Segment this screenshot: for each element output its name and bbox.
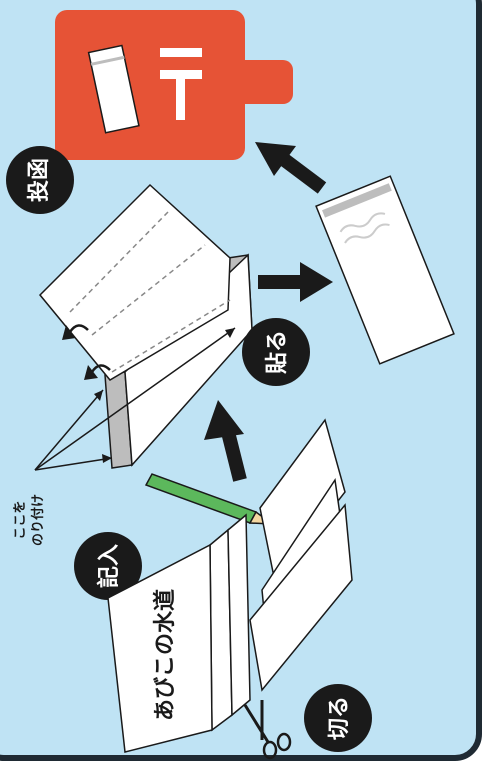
- glue-pointer-lines: [34, 327, 236, 471]
- arrow-to-envelope: [258, 262, 333, 302]
- form-title: あびこの水道: [152, 589, 178, 721]
- step-cut-badge: 切る: [304, 684, 372, 752]
- pencil-icon: [144, 473, 275, 525]
- step-post-label: 投函: [27, 158, 52, 202]
- envelope-in-slot: [87, 44, 140, 134]
- scissors-icon: [243, 700, 292, 760]
- sealed-envelope: [315, 175, 455, 365]
- glue-note-line2: のり付け: [30, 494, 46, 546]
- postal-mark-icon: [160, 48, 202, 120]
- arrow-to-paste: [204, 400, 247, 482]
- step-write-badge: 記入: [74, 532, 142, 600]
- application-form: あびこの水道: [107, 513, 251, 753]
- step-paste-label: 貼る: [264, 330, 290, 374]
- glue-note: ここを のり付け: [13, 494, 46, 546]
- folded-form: [38, 183, 253, 469]
- postbox-icon: [55, 10, 293, 160]
- cut-strips: [249, 418, 353, 692]
- step-write-label: 記入: [96, 544, 122, 588]
- step-paste-badge: 貼る: [242, 318, 310, 386]
- arrow-to-postbox: [255, 142, 327, 194]
- postbox-body: [55, 10, 245, 160]
- glue-note-line1: ここを: [13, 500, 28, 539]
- step-post-badge: 投函: [6, 146, 74, 214]
- fold-arrow-icon: [62, 324, 111, 380]
- step-cut-label: 切る: [327, 696, 352, 740]
- postbox-slot-tab: [235, 60, 293, 104]
